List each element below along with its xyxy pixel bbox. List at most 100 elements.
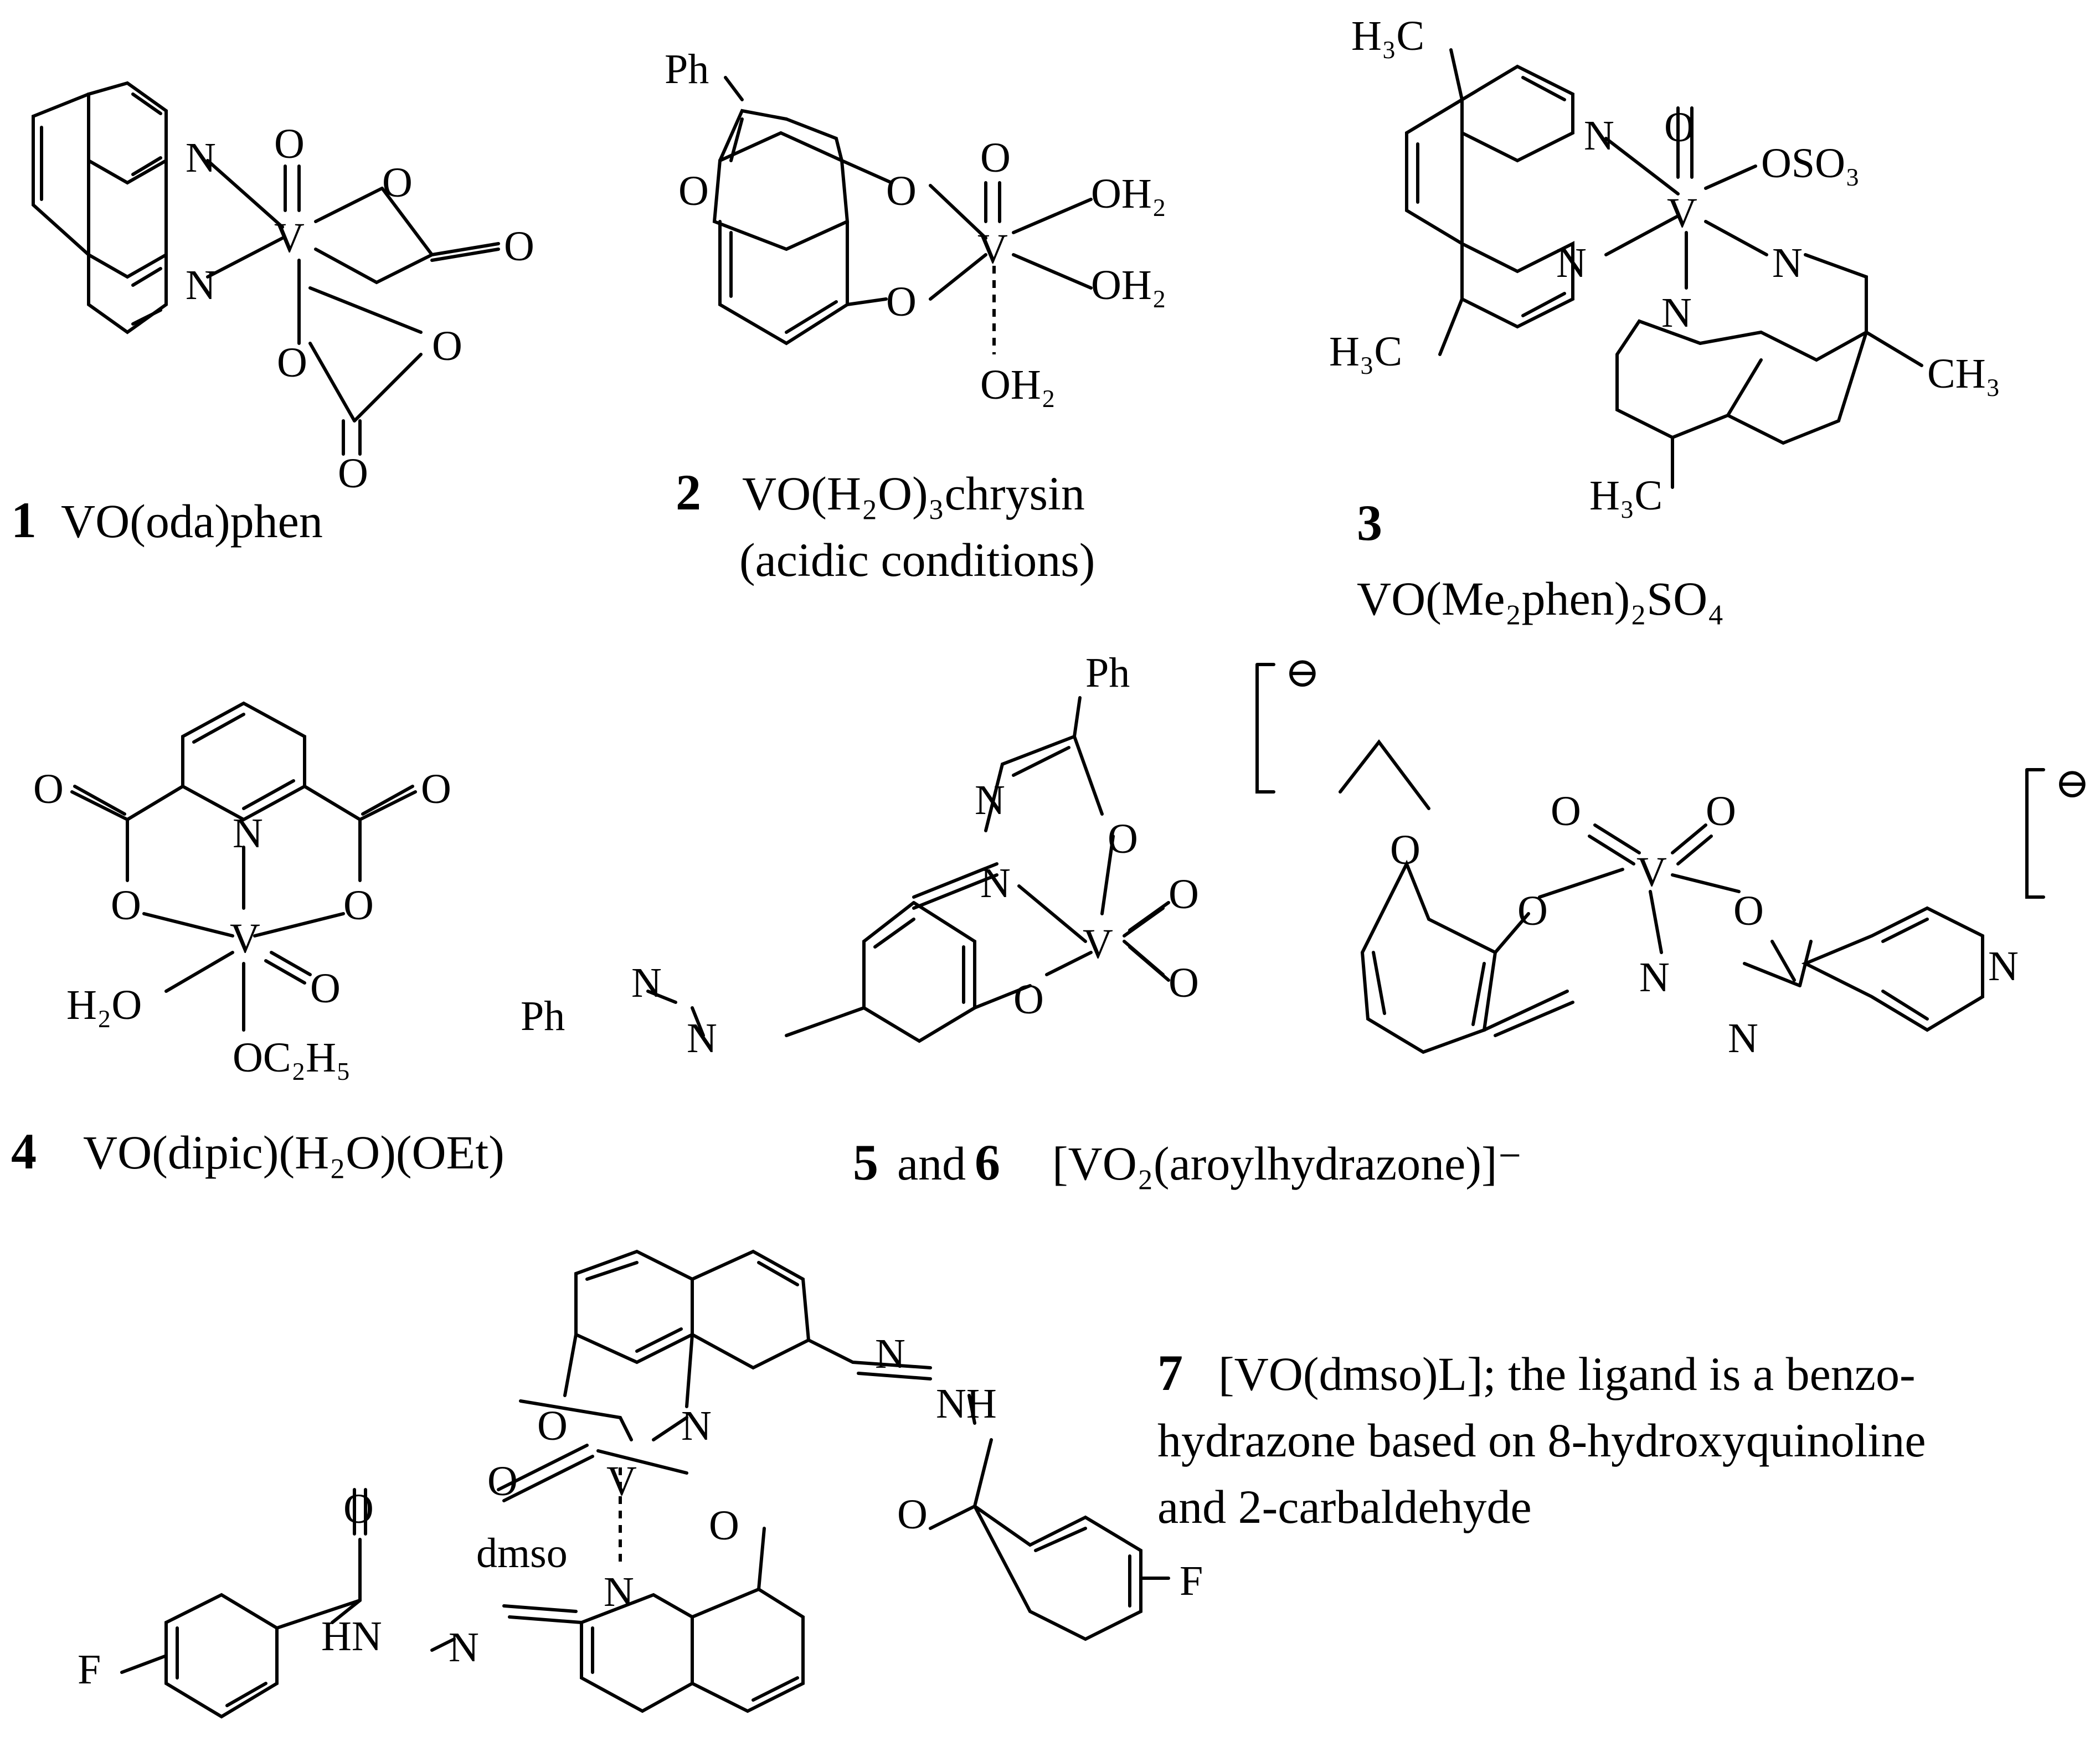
compound-6-atom-v: V [1636,849,1667,895]
compound-1-name: VO(oda)phen [61,495,323,548]
compound-7-caption-line-1: [VO(dmso)L]; the ligand is a benzo- [1218,1347,1916,1400]
compound-5-atom-o-4: O [1013,976,1044,1023]
compound-4-name: VO(dipic)(H₂O)(OEt) [83,1126,505,1179]
compound-7-atom-nh: NH [936,1381,997,1427]
compound-6-atom-n-pyridine: N [1988,943,2019,990]
compound-2-atom-o-keto: O [886,168,917,214]
compound-5-atom-v: V [1083,921,1113,967]
compound-4-atom-v: V [230,915,260,962]
compound-3-atom-h3c-top: H₃C [1351,13,1424,59]
compound-6-atom-n-2: N [1728,1015,1758,1062]
compound-7-atom-v: V [606,1458,637,1505]
compound-5-atom-ph-top: Ph [1085,650,1130,696]
compound-2-atom-v: V [977,226,1008,272]
compound-5-atom-o-3: O [1169,960,1199,1006]
compound-1-atom-o-2: O [504,223,534,270]
compound-2-number: 2 [676,464,701,521]
compound-7-atom-hn: HN [321,1613,382,1660]
compound-2-atom-oh2-2: OH₂ [1091,262,1166,308]
compound-2-structure: Ph O O O V O OH₂ OH₂ OH₂ [665,46,1166,408]
compound-3-atom-ch3: CH₃ [1927,351,2000,397]
compound-7-atom-dmso: dmso [476,1530,568,1577]
compound-3-structure: H₃C H₃C CH₃ H₃C N N N N V O OSO₃ [1329,13,2000,519]
compound-1-atom-o-1: O [382,159,413,206]
compound-3-name: VO(Me₂phen)₂SO₄ [1357,572,1724,625]
compound-2-atom-o-oxo: O [980,135,1011,181]
compound-1-number: 1 [11,492,37,548]
compound-1-atom-o-oxo: O [274,121,305,167]
compound-3-atom-h3c-bottom: H₃C [1589,472,1662,519]
compound-7-atom-o-oxo: O [487,1458,518,1505]
compound-1-atom-o-4: O [432,323,462,369]
compound-6-atom-o-ether: O [1390,827,1420,873]
compound-6-atom-o-oxo-1: O [1551,788,1581,835]
compound-6-atom-o-phenol: O [1517,888,1548,934]
compound-7-atom-o-1: O [537,1403,568,1449]
compound-1-atom-o-5: O [338,450,368,497]
compound-3-atom-h3c-left: H₃C [1329,328,1402,375]
compound-1-atom-n-upper: N [186,135,216,181]
compound-7-atom-f-2: F [78,1646,101,1693]
compound-3-atom-v: V [1667,190,1697,236]
compound-5-atom-o-2: O [1169,871,1199,918]
compound-7-atom-o-amide-2: O [343,1486,374,1532]
compound-7-atom-o-amide-1: O [897,1491,928,1538]
compound-2-atom-o-ring: O [678,168,709,214]
compound-1-structure: N N V O O O O O O [32,81,534,497]
compound-5-atom-o-1: O [1108,816,1138,862]
compound-3-atom-n-3: N [1772,240,1803,286]
compound-7-caption-line-3: and 2-carbaldehyde [1157,1480,1532,1533]
compound-6-charge: ⊖ [2055,760,2090,807]
compound-4-atom-o-oxo: O [310,965,341,1012]
compound-4-atom-o-3: O [111,882,141,929]
compound-5-atom-n-azo-2: N [687,1015,717,1062]
compound-7-atom-n-hydrazone-1: N [875,1331,905,1377]
compound-5-atom-ph-azo: Ph [521,993,565,1039]
compound-3-atom-n-1: N [1584,112,1614,159]
compound-5-structure: Ph N O N V O O O N N Ph ⊖ [521,650,1320,1062]
compound-2-name: VO(H₂O)₃chrysin [742,467,1085,520]
compound-7-atom-f-1: F [1180,1558,1203,1604]
compound-5-atom-n-2: N [980,860,1011,906]
compound-3-atom-oso3: OSO₃ [1761,140,1860,187]
compound-7-atom-n-1: N [681,1403,712,1449]
compound-6-atom-n-1: N [1639,954,1670,1001]
compound-2-atom-ph: Ph [665,46,709,92]
compound-4-atom-o-1: O [33,766,64,812]
compound-4-atom-h2o: H₂O [66,982,142,1028]
compound-4-atom-o-4: O [343,882,374,929]
compound-5-6-name: [VO₂(aroylhydrazone)]⁻ [1052,1137,1522,1190]
compound-3-number: 3 [1357,495,1382,551]
compound-7-atom-n-2: N [604,1569,634,1615]
compound-2-note: (acidic conditions) [739,533,1095,586]
compound-6-structure: O O O O V O N N N ⊖ [1339,739,2090,1062]
compound-1-atom-n-lower: N [186,262,216,308]
compound-3-atom-n-2: N [1556,240,1587,286]
compound-7-atom-o-2: O [709,1502,739,1549]
compound-7-caption-line-2: hydrazone based on 8-hydroxyquinoline [1157,1414,1926,1467]
compound-3-atom-n-4: N [1661,290,1692,336]
compound-1-atom-o-3: O [277,339,307,386]
compound-5-6-joiner: and [897,1137,966,1190]
compound-6-atom-o-amide: O [1733,888,1764,934]
compound-5-atom-n-1: N [975,777,1005,823]
compound-2-atom-o-phenol: O [886,279,917,325]
compound-7-atom-n-hydrazone-2: N [449,1624,479,1671]
compound-5-charge: ⊖ [1285,650,1320,696]
compound-2-atom-oh2-3: OH₂ [980,362,1056,408]
compound-4-atom-n: N [233,810,263,857]
compound-3-atom-o-oxo: O [1664,104,1695,151]
compound-4-atom-oc2h5: OC₂H₅ [233,1034,351,1081]
compound-1-atom-v: V [274,215,305,261]
compound-7-number: 7 [1157,1345,1183,1401]
compound-2-atom-oh2-1: OH₂ [1091,171,1166,217]
compound-6-atom-o-oxo-2: O [1706,788,1736,835]
compound-5-number: 5 [853,1134,878,1191]
compound-7-structure: O N N NH O F O V O dmso N N HN O F [78,1249,1203,1719]
compound-5-atom-n-azo-1: N [631,960,662,1006]
compound-4-number: 4 [11,1123,37,1179]
compound-6-number: 6 [975,1134,1000,1191]
compound-4-structure: N O O O O V O H₂O OC₂H₅ [33,701,451,1081]
compound-4-atom-o-2: O [421,766,451,812]
